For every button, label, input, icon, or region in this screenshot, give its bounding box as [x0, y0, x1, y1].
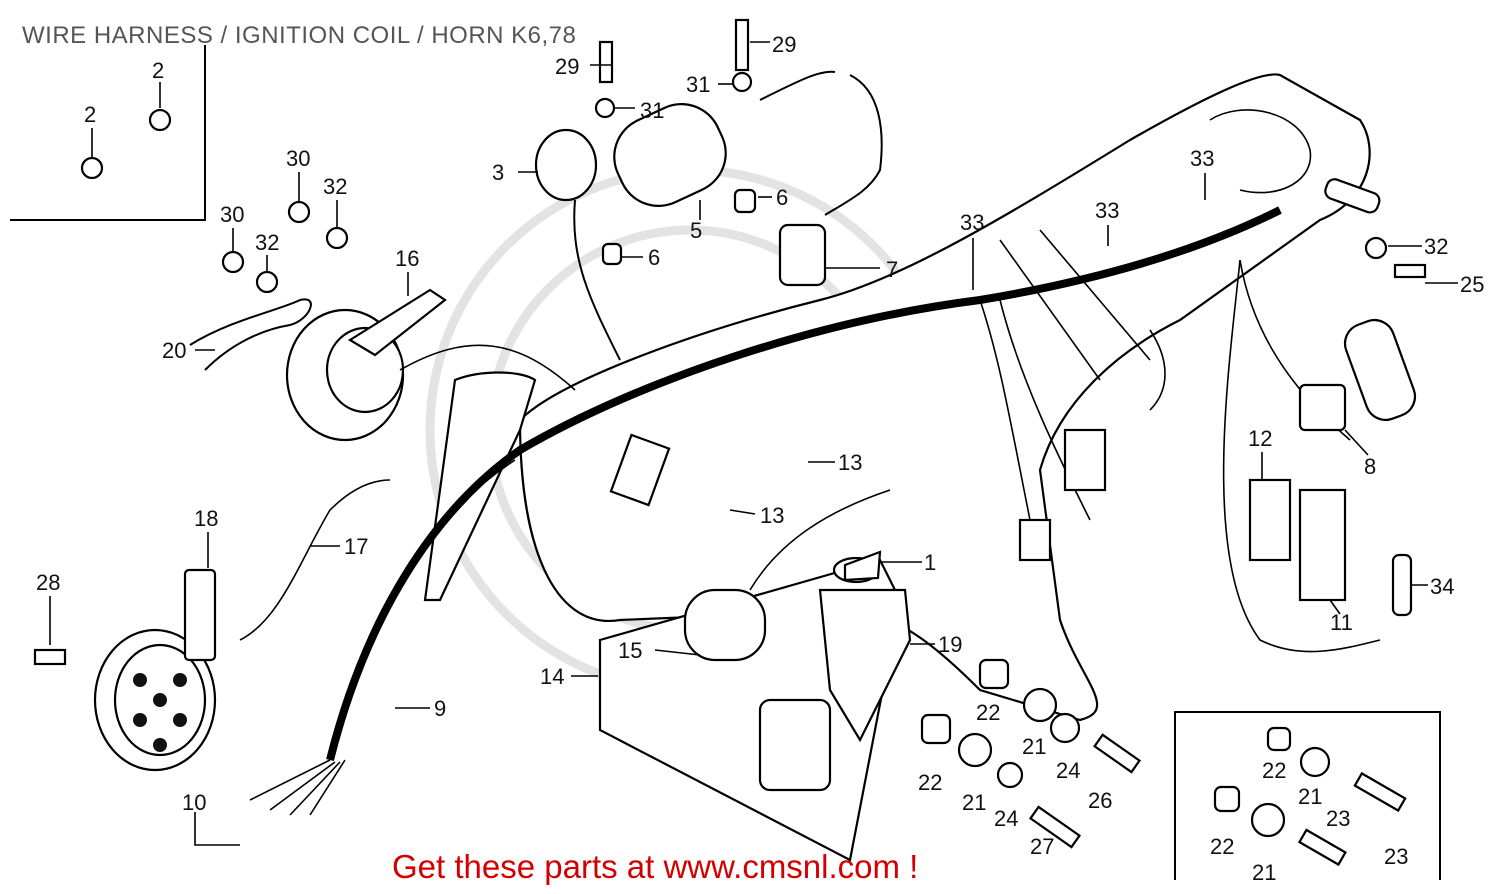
- callout-33-mid: 33: [1095, 198, 1119, 223]
- callout-21-d: 21: [1252, 860, 1276, 885]
- callout-30-upper: 30: [286, 146, 310, 171]
- callout-3: 3: [492, 160, 504, 185]
- callout-9: 9: [434, 696, 446, 721]
- callout-14: 14: [540, 664, 564, 689]
- callout-27: 27: [1030, 834, 1054, 859]
- callout-22-d: 22: [1210, 834, 1234, 859]
- callout-21-a: 21: [1022, 734, 1046, 759]
- callout-31-top: 31: [686, 72, 710, 97]
- ignition-coil: [534, 70, 883, 361]
- callout-28: 28: [36, 570, 60, 595]
- callout-6-lower: 6: [648, 245, 660, 270]
- callout-17: 17: [344, 534, 368, 559]
- inset-frame-top-left: [10, 45, 206, 221]
- callout-22-c: 22: [1262, 758, 1286, 783]
- wire-harness: [249, 206, 1381, 816]
- callout-1: 1: [924, 550, 936, 575]
- callout-8: 8: [1364, 454, 1376, 479]
- inset-frame-bottom-right: [1174, 711, 1441, 880]
- callout-6-upper: 6: [776, 185, 788, 210]
- callout-32-lower: 32: [255, 230, 279, 255]
- callout-16: 16: [395, 246, 419, 271]
- callout-2-top: 2: [152, 58, 164, 83]
- leader-lines: [49, 41, 1458, 846]
- connector-block: [1063, 428, 1107, 492]
- callout-2-left: 2: [84, 102, 96, 127]
- callout-21-c: 21: [1298, 784, 1322, 809]
- footer-link-text[interactable]: Get these parts at www.cmsnl.com !: [392, 848, 919, 885]
- callout-22-b: 22: [918, 770, 942, 795]
- callout-20: 20: [162, 338, 186, 363]
- hardware: [33, 18, 1427, 867]
- callout-13-lower: 13: [760, 503, 784, 528]
- callout-31-lower: 31: [640, 98, 664, 123]
- callout-32-upper: 32: [323, 174, 347, 199]
- callout-7: 7: [886, 257, 898, 282]
- callout-11: 11: [1330, 610, 1353, 635]
- callout-33-left: 33: [960, 210, 984, 235]
- callout-22-a: 22: [976, 700, 1000, 725]
- callout-23-a: 23: [1326, 806, 1350, 831]
- callout-15: 15: [618, 638, 642, 663]
- callout-24-a: 24: [1056, 758, 1080, 783]
- callout-25: 25: [1460, 272, 1484, 297]
- callout-23-b: 23: [1384, 844, 1408, 869]
- callout-24-b: 24: [994, 806, 1018, 831]
- callout-30-lower: 30: [220, 202, 244, 227]
- horn-upper: [285, 288, 576, 442]
- callout-21-b: 21: [962, 790, 986, 815]
- horn-lower: [93, 479, 391, 772]
- callout-18: 18: [194, 506, 218, 531]
- callout-5: 5: [690, 218, 702, 243]
- callout-labels: 2 2 29 29 31 31 3 5 6 6 7 30 32 30 32 16…: [36, 32, 1484, 885]
- callout-33-right: 33: [1190, 146, 1214, 171]
- diagram-title: WIRE HARNESS / IGNITION COIL / HORN K6,7…: [22, 22, 577, 49]
- callout-13-upper: 13: [838, 450, 862, 475]
- callout-10: 10: [182, 790, 206, 815]
- callout-32-right: 32: [1424, 234, 1448, 259]
- callout-19: 19: [938, 632, 962, 657]
- callout-34: 34: [1430, 574, 1454, 599]
- callout-29-right: 29: [772, 32, 796, 57]
- callout-26: 26: [1088, 788, 1112, 813]
- callout-12: 12: [1248, 426, 1272, 451]
- callout-29-left: 29: [555, 54, 579, 79]
